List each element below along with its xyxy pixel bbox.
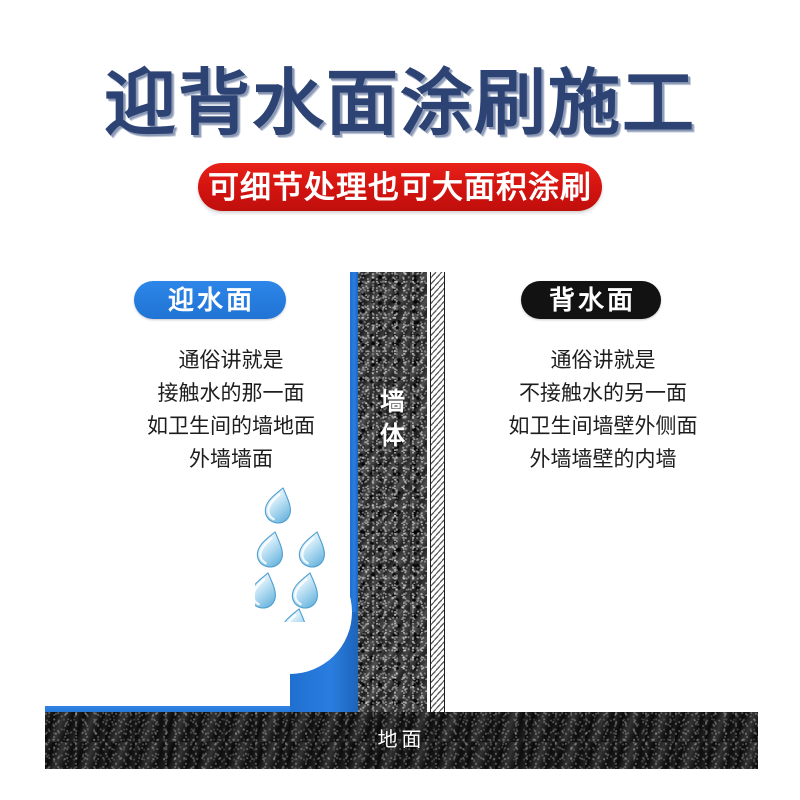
coating-floor-mask: [357, 704, 758, 716]
subtitle-badge-label: 可细节处理也可大面积涂刷: [208, 169, 592, 205]
description-line: 不接触水的另一面: [519, 382, 687, 405]
waterproof-coating-floor: [45, 706, 758, 714]
wall-plaster-layer: [430, 272, 445, 712]
floor-label: 地面: [377, 729, 426, 751]
water-droplet-1: [261, 483, 297, 527]
wall-label: 墙 体: [358, 385, 427, 465]
description-line: 外墙墙壁的内墙: [529, 448, 677, 471]
wall-label-char-1: 墙: [379, 388, 405, 416]
floor-body: [45, 712, 758, 769]
description-water-facing: 通俗讲就是 接触水的那一面 如卫生间的墙地面 外墙墙面: [120, 344, 342, 476]
label-back-water-side: 背水面: [521, 281, 661, 319]
waterproof-coating-wall: [350, 272, 358, 682]
water-droplets-group: [255, 483, 331, 622]
water-droplet-4: [255, 568, 282, 612]
description-line: 外墙墙面: [189, 448, 273, 471]
label-water-facing-side-text: 迎水面: [167, 285, 255, 315]
description-line: 如卫生间的墙地面: [147, 415, 315, 438]
page-title: 迎背水面涂刷施工: [103, 64, 696, 144]
label-back-water-side-text: 背水面: [548, 285, 636, 315]
wall-body: [358, 272, 427, 712]
description-back-water: 通俗讲就是 不接触水的另一面 如卫生间墙壁外侧面 外墙墙壁的内墙: [478, 344, 728, 476]
water-droplet-2: [255, 527, 289, 571]
description-line: 接触水的那一面: [157, 382, 305, 405]
waterproof-coating-cove: [228, 550, 358, 720]
description-line: 如卫生间墙壁外侧面: [508, 415, 698, 438]
water-droplet-3: [295, 527, 331, 571]
water-droplet-6: [277, 604, 313, 622]
wall-label-char-2: 体: [379, 422, 405, 450]
subtitle-badge: 可细节处理也可大面积涂刷: [198, 163, 602, 211]
label-water-facing-side: 迎水面: [134, 281, 286, 319]
description-line: 通俗讲就是: [178, 349, 284, 372]
description-line: 通俗讲就是: [550, 349, 656, 372]
water-droplet-5: [288, 568, 324, 612]
